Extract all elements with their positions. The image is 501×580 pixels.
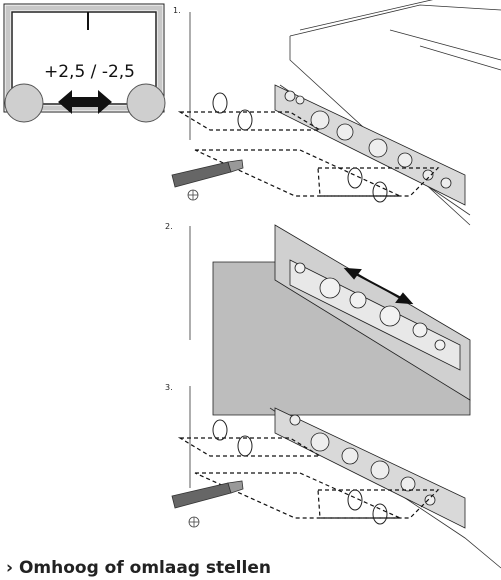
step-1-hinge-illustration [171,0,501,226]
step-2-label: 2. [165,222,173,231]
step-3-label: 3. [165,383,173,392]
inset-door-adjustment-diagram: +2,5 / -2,5 [0,0,175,160]
chevron-right-icon: › [6,558,14,578]
adjustment-range-label: +2,5 / -2,5 [44,62,135,82]
step-1-label: 1. [173,6,181,15]
section-heading: › Omhoog of omlaag stellen [6,558,271,578]
section-heading-text: Omhoog of omlaag stellen [18,558,271,578]
step-2-hinge-illustration [189,224,471,416]
door-frame-graphic [3,3,166,123]
step-3-hinge-illustration [171,386,501,569]
